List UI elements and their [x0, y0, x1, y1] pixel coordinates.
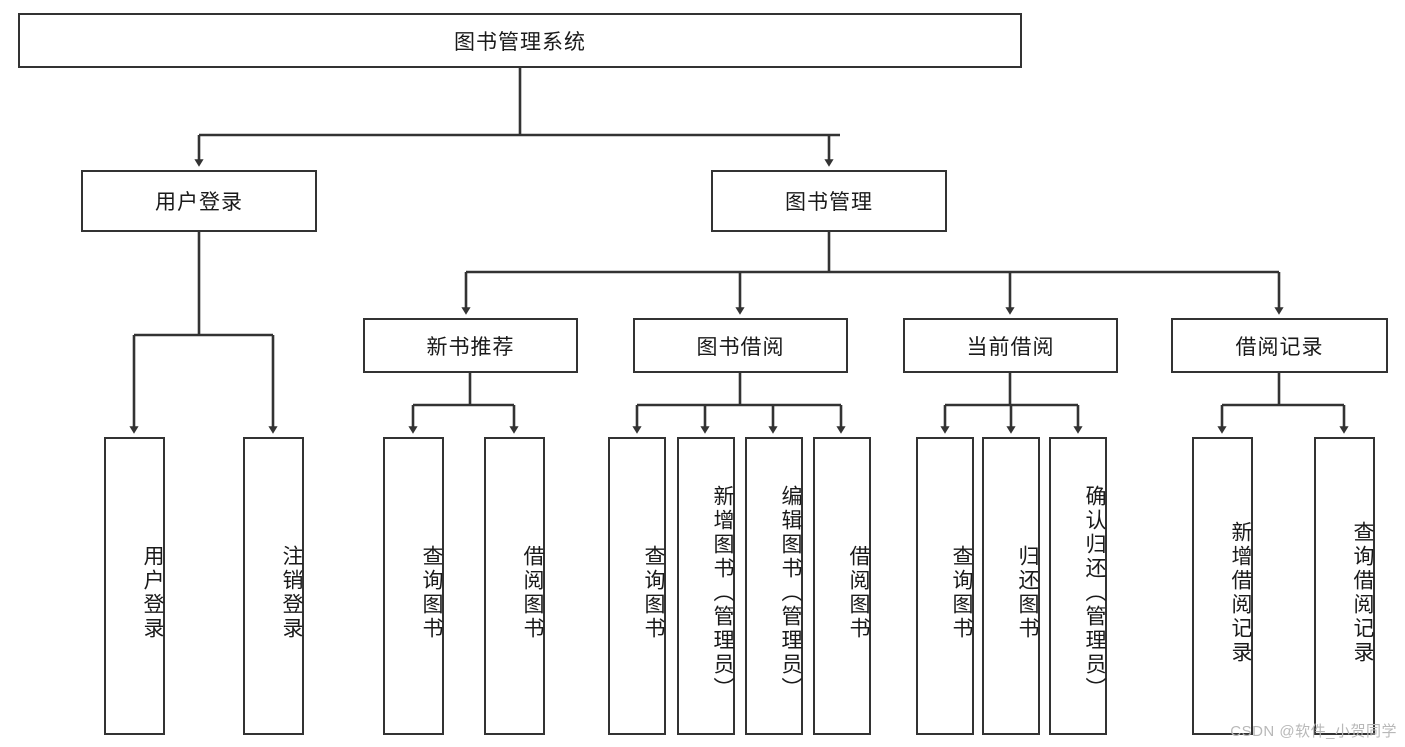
node-new-book-recommendation[interactable]: 新书推荐	[363, 318, 578, 373]
node-current-borrowing[interactable]: 当前借阅	[903, 318, 1118, 373]
leaf-borrow-books-recommendation[interactable]: 借阅图书	[484, 437, 545, 735]
node-user-login[interactable]: 用户登录	[81, 170, 317, 232]
leaf-query-books-recommendation[interactable]: 查询图书	[383, 437, 444, 735]
leaf-query-borrowing-record[interactable]: 查询借阅记录	[1314, 437, 1375, 735]
leaf-add-book-admin[interactable]: 新增图书（管理员）	[677, 437, 735, 735]
node-book-management[interactable]: 图书管理	[711, 170, 947, 232]
leaf-borrow-books-borrowing[interactable]: 借阅图书	[813, 437, 871, 735]
node-borrowing-records[interactable]: 借阅记录	[1171, 318, 1388, 373]
leaf-add-borrowing-record[interactable]: 新增借阅记录	[1192, 437, 1253, 735]
leaf-logout[interactable]: 注销登录	[243, 437, 304, 735]
leaf-edit-book-admin[interactable]: 编辑图书（管理员）	[745, 437, 803, 735]
leaf-user-login[interactable]: 用户登录	[104, 437, 165, 735]
node-root-library-management-system[interactable]: 图书管理系统	[18, 13, 1022, 68]
leaf-return-books[interactable]: 归还图书	[982, 437, 1040, 735]
leaf-confirm-return-admin[interactable]: 确认归还（管理员）	[1049, 437, 1107, 735]
node-book-borrowing[interactable]: 图书借阅	[633, 318, 848, 373]
leaf-query-books-current[interactable]: 查询图书	[916, 437, 974, 735]
leaf-query-books-borrowing[interactable]: 查询图书	[608, 437, 666, 735]
